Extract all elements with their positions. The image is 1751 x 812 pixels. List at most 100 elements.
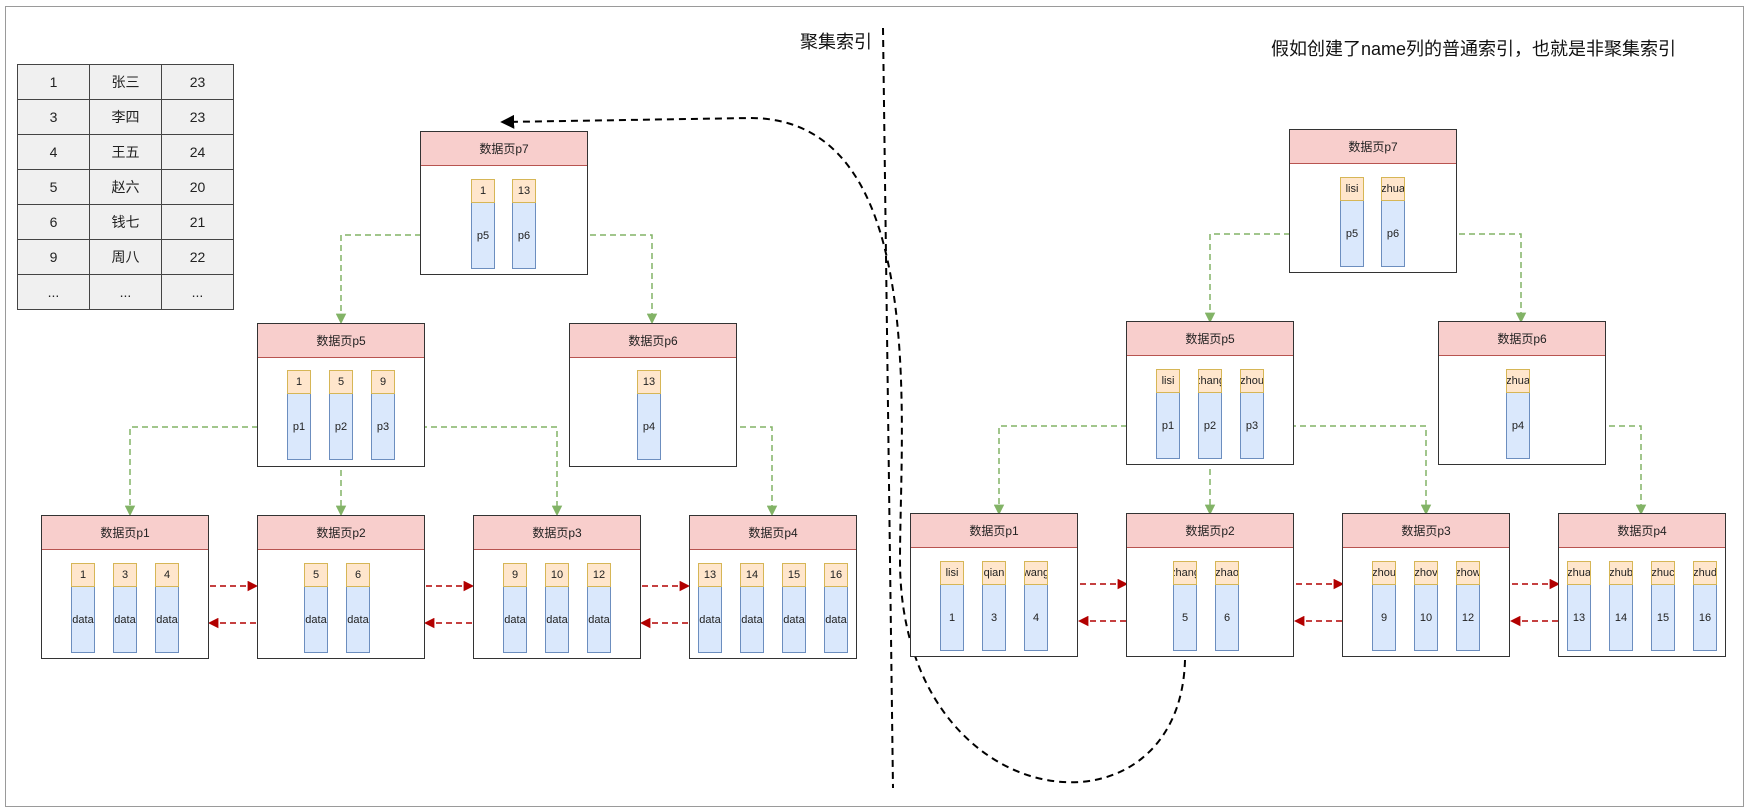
- entry-key: zhua: [1506, 369, 1530, 393]
- page-header: 数据页p5: [1127, 322, 1293, 356]
- table-cell: 24: [161, 134, 234, 170]
- entry-value: p1: [1156, 393, 1180, 459]
- entry-key: 9: [503, 563, 527, 587]
- secondary-page-internal: 数据页p5: [1126, 321, 1294, 465]
- table-cell: 3: [17, 99, 90, 135]
- page-header: 数据页p6: [1439, 322, 1605, 356]
- page-header: 数据页p4: [690, 516, 856, 550]
- page-header: 数据页p7: [1290, 130, 1456, 164]
- table-cell: ...: [17, 274, 90, 310]
- link-c-p5-p1: [124, 426, 298, 517]
- diagram-frame: [5, 6, 1744, 807]
- entry-key: 16: [824, 563, 848, 587]
- entry-key: zhua: [1381, 177, 1405, 201]
- entry-key: 9: [371, 370, 395, 394]
- table-cell: 4: [17, 134, 90, 170]
- page-header: 数据页p4: [1559, 514, 1725, 548]
- entry-value: data: [304, 587, 328, 653]
- entry-value: p4: [1506, 393, 1530, 459]
- entry-value: data: [113, 587, 137, 653]
- clustered-page-root: 数据页p7: [420, 131, 588, 275]
- table-cell: ...: [161, 274, 234, 310]
- entry-key: 5: [329, 370, 353, 394]
- page-header: 数据页p6: [570, 324, 736, 358]
- entry-key: 4: [155, 563, 179, 587]
- link-c-p6-p4: [660, 426, 778, 517]
- entry-key: zhov: [1414, 561, 1438, 585]
- index-entry: zhangp2: [1198, 369, 1222, 459]
- table-cell: 赵六: [89, 169, 162, 205]
- entry-key: wang: [1024, 561, 1048, 585]
- entry-key: lisi: [1156, 369, 1180, 393]
- entry-value: 10: [1414, 585, 1438, 651]
- entry-value: data: [545, 587, 569, 653]
- entry-key: zhub: [1609, 561, 1633, 585]
- entry-key: 1: [287, 370, 311, 394]
- entry-key: zhou: [1372, 561, 1396, 585]
- table-cell: 20: [161, 169, 234, 205]
- entry-value: p5: [471, 203, 495, 269]
- entry-value: p6: [512, 203, 536, 269]
- page-header: 数据页p2: [1127, 514, 1293, 548]
- table-cell: 6: [17, 204, 90, 240]
- entry-key: qian: [982, 561, 1006, 585]
- table-cell: 5: [17, 169, 90, 205]
- clustered-index-title: 聚集索引: [800, 32, 872, 52]
- entry-key: zhang: [1173, 561, 1197, 585]
- link-s-p5-p3: [1250, 425, 1432, 516]
- entry-value: 15: [1651, 585, 1675, 651]
- clustered-page-leaf: 数据页p2: [257, 515, 425, 659]
- entry-key: 12: [587, 563, 611, 587]
- secondary-page-leaf: 数据页p2: [1126, 513, 1294, 657]
- table-cell: 李四: [89, 99, 162, 135]
- page-header: 数据页p7: [421, 132, 587, 166]
- entry-key: zhuc: [1651, 561, 1675, 585]
- entry-key: 1: [471, 179, 495, 203]
- table-row: .........: [17, 274, 234, 310]
- entry-value: data: [824, 587, 848, 653]
- secondary-page-root: 数据页p7: [1289, 129, 1457, 273]
- entry-key: zhua: [1567, 561, 1591, 585]
- entry-key: 14: [740, 563, 764, 587]
- table-cell: 钱七: [89, 204, 162, 240]
- table-cell: ...: [89, 274, 162, 310]
- table-cell: 王五: [89, 134, 162, 170]
- entry-value: p5: [1340, 201, 1364, 267]
- entry-key: 1: [71, 563, 95, 587]
- entry-value: 6: [1215, 585, 1239, 651]
- entry-value: 9: [1372, 585, 1396, 651]
- entry-value: data: [740, 587, 764, 653]
- entry-value: p3: [1240, 393, 1264, 459]
- entry-key: 3: [113, 563, 137, 587]
- divider-line: [882, 27, 894, 789]
- entry-value: p2: [1198, 393, 1222, 459]
- page-header: 数据页p1: [911, 514, 1077, 548]
- page-header: 数据页p2: [258, 516, 424, 550]
